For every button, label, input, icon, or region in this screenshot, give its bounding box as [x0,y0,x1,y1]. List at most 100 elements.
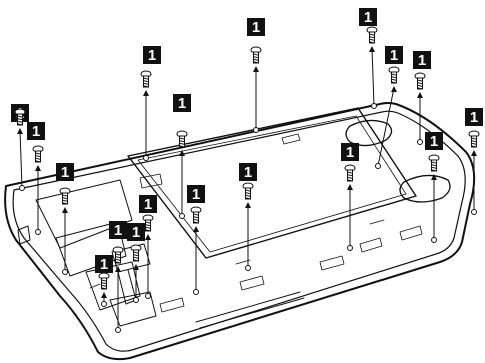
screw-callout-14: 1 [413,51,431,145]
callout-badge [359,8,377,26]
screw-hole [143,155,149,161]
callout-number: 1 [192,186,200,203]
callout-badge [187,185,205,203]
screw-callout-9: 1 [239,163,257,271]
screw-hole [253,127,259,133]
screw-callout-17: 1 [95,255,113,307]
arrow-head-icon [193,226,199,232]
screw-icon [344,164,356,182]
callout-badge [385,46,403,64]
callout-number: 1 [132,224,140,241]
screw-callout-10: 1 [247,18,265,133]
screw-callout-8: 1 [139,195,157,299]
callout-number: 1 [148,47,156,64]
arrow-head-icon [431,174,437,180]
screw-hole [471,209,477,215]
removal-arrow-line [19,129,23,189]
screw-hole [417,139,423,145]
callout-badge [425,132,443,150]
screw-icon [140,70,152,88]
screw-hole [245,265,251,271]
screw-hole [371,103,377,109]
callout-number: 1 [178,95,186,112]
callout-number: 1 [430,133,438,150]
arrow-head-icon [369,46,375,52]
callout-badge [127,223,145,241]
screw-callout-1: 1 [11,104,29,191]
screw-hole [431,237,437,243]
callout-badge [109,221,127,239]
screw-icon [112,246,124,264]
screw-icon [32,145,44,163]
callout-badge [239,163,257,181]
screw-callout-18: 1 [127,223,145,303]
screw-icon [414,72,426,90]
screw-hole [145,293,151,299]
screw-callout-4: 1 [109,221,127,333]
callout-badge [27,122,45,140]
screw-icon [428,154,440,172]
callout-number: 1 [346,144,354,161]
screw-callouts: 111111111111111111 [11,8,483,333]
screw-hole [133,297,139,303]
callout-number: 1 [244,164,252,181]
callout-badge [173,94,191,112]
screw-callout-15: 1 [425,132,443,243]
screw-icon [250,46,262,64]
screw-callout-11: 1 [341,143,359,251]
callout-badge [341,143,359,161]
callout-badge [247,18,265,36]
screw-hole [115,327,121,333]
arrow-head-icon [145,234,151,240]
screw-callout-3: 1 [56,163,74,275]
callout-badge [139,195,157,213]
screw-hole [347,245,353,251]
callout-number: 1 [144,196,152,213]
screw-icon [242,182,254,200]
screw-icon [176,130,188,148]
callout-number: 1 [61,164,69,181]
screw-icon [59,187,71,205]
screw-callout-6: 1 [173,94,191,219]
screw-callout-16: 1 [465,108,483,215]
callout-number: 1 [418,52,426,69]
screw-hole [35,229,41,235]
screw-callout-5: 1 [140,46,161,161]
callout-number: 1 [364,9,372,26]
callout-badge [95,255,113,273]
screw-callout-7: 1 [187,185,205,295]
screw-hole [179,213,185,219]
callout-number: 1 [390,47,398,64]
screw-icon [190,206,202,224]
screw-icon [468,130,480,148]
arrow-head-icon [101,292,107,298]
screw-icon [14,108,26,126]
screw-hole [193,289,199,295]
arrow-head-icon [115,266,121,272]
screw-icon [142,214,154,232]
callout-number: 1 [114,222,122,239]
arrow-head-icon [17,128,23,134]
screw-hole [101,301,107,307]
removal-arrow-line [371,47,375,107]
arrow-head-icon [35,165,41,171]
arrow-head-icon [347,184,353,190]
callout-badge [143,46,161,64]
arrow-head-icon [391,86,397,92]
screw-icon [130,244,142,262]
callout-number: 1 [252,19,260,36]
arrow-head-icon [471,150,477,156]
screw-hole [19,185,25,191]
callout-badge [465,108,483,126]
callout-number: 1 [32,123,40,140]
screw-callout-12: 1 [359,8,378,109]
callout-number: 1 [100,256,108,273]
screw-hole [62,269,68,275]
arrow-head-icon [62,207,68,213]
screw-icon [98,272,110,290]
arrow-head-icon [417,92,423,98]
arrow-head-icon [245,202,251,208]
screw-hole [375,163,381,169]
arrow-head-icon [179,150,185,156]
